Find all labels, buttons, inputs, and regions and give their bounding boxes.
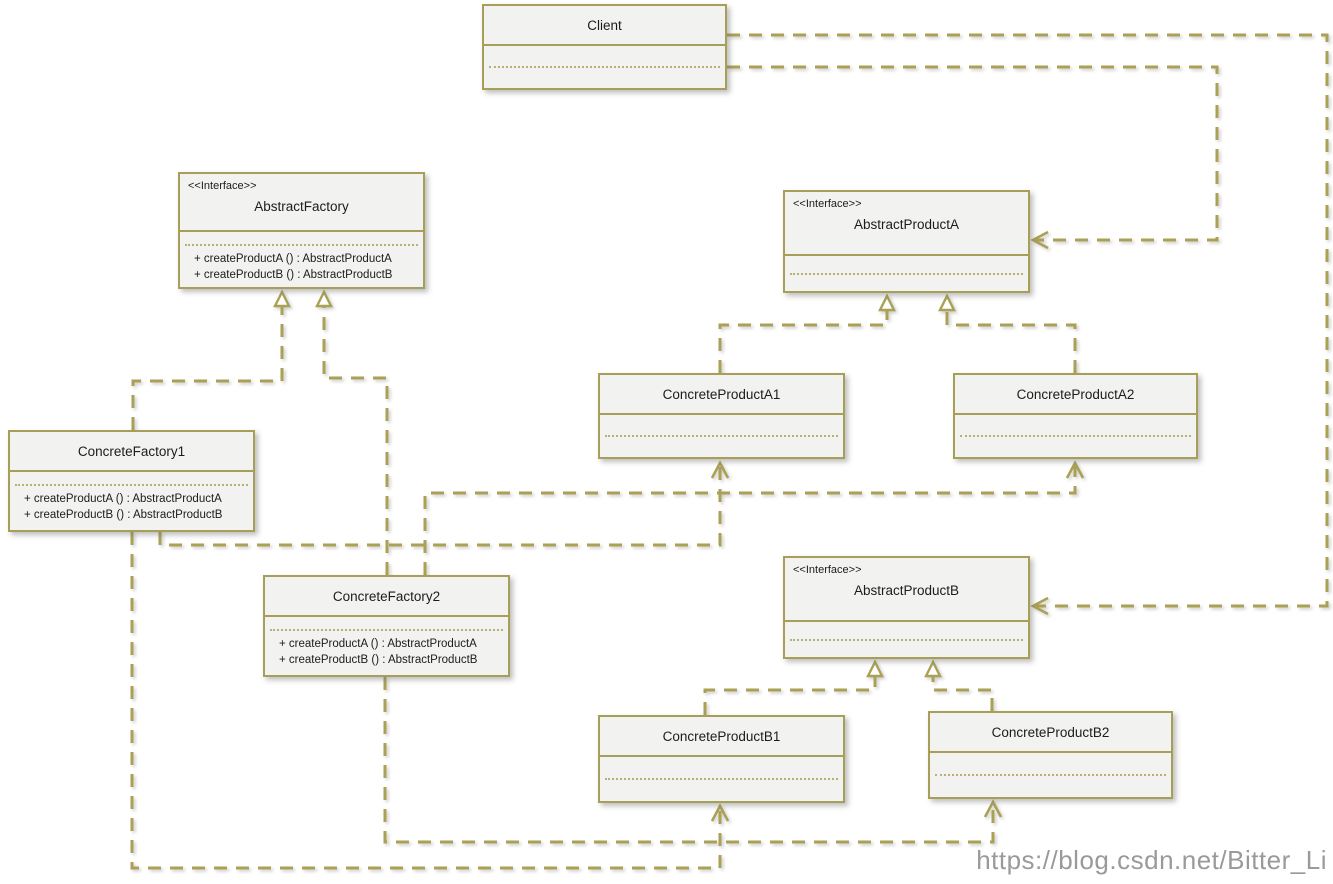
class-concrete-product-b1-header: ConcreteProductB1 [600,717,843,757]
compartment-separator [15,484,248,486]
stereotype-label: <<Interface>> [793,564,862,576]
class-concrete-factory2-body: + createProductA () : AbstractProductA +… [265,617,508,675]
compartment-separator [960,435,1191,437]
compartment-separator [489,66,720,68]
class-name: AbstractFactory [254,199,349,214]
stereotype-label: <<Interface>> [188,180,257,192]
compartment-separator [790,272,1023,275]
class-concrete-product-b1-body [600,757,843,801]
class-concrete-factory1-header: ConcreteFactory1 [10,432,253,472]
class-name: Client [587,17,622,33]
edge-concretefactory1-concreteproducta1-dependency [158,460,730,547]
class-abstract-product-b-body [785,622,1028,657]
class-concrete-product-a1-header: ConcreteProductA1 [600,375,843,415]
class-abstract-factory-body: + createProductA () : AbstractProductA +… [180,232,423,287]
method-create-product-b: + createProductB () : AbstractProductB [279,653,478,666]
class-name: AbstractProductB [853,583,960,598]
stereotype-label: <<Interface>> [793,198,862,210]
edge-concretefactory2-abstractfactory-realization [315,289,389,575]
class-abstract-product-b: <<Interface>> AbstractProductB [783,556,1030,659]
class-concrete-product-a1: ConcreteProductA1 [598,373,845,459]
class-concrete-product-b1: ConcreteProductB1 [598,715,845,803]
method-create-product-a: + createProductA () : AbstractProductA [194,253,392,265]
edge-client-abstractproductb-dependency [727,33,1329,616]
method-create-product-a: + createProductA () : AbstractProductA [279,638,477,650]
class-name: AbstractProductA [853,217,960,232]
class-name: ConcreteProductB2 [991,724,1110,740]
compartment-separator [270,629,503,631]
class-client: Client [482,4,727,90]
edge-concretefactory2-concreteproductb2-dependency [383,677,1003,844]
edge-concreteproductb1-abstractproductb-realization [703,659,884,715]
class-concrete-product-a2-header: ConcreteProductA2 [955,375,1196,415]
edge-concreteproductb2-abstractproductb-realization [924,659,994,711]
class-abstract-factory-header: <<Interface>> AbstractFactory [180,174,423,232]
class-concrete-product-a2: ConcreteProductA2 [953,373,1198,459]
class-name: ConcreteProductB1 [662,728,781,744]
edge-concretefactory1-abstractfactory-realization [131,289,291,430]
class-concrete-product-a2-body [955,415,1196,457]
compartment-separator [605,778,838,780]
class-concrete-product-b2-header: ConcreteProductB2 [930,713,1171,753]
edge-concreteproducta2-abstractproducta-realization [938,293,1077,373]
watermark-url: https://blog.csdn.net/Bitter_Li [976,845,1327,875]
compartment-separator [605,435,838,437]
compartment-separator [185,244,418,246]
class-client-body [484,46,725,88]
class-abstract-product-a-header: <<Interface>> AbstractProductA [785,192,1028,256]
class-name: ConcreteProductA2 [1016,386,1135,402]
compartment-separator [790,638,1023,641]
class-concrete-product-a1-body [600,415,843,457]
class-abstract-product-a-body [785,256,1028,291]
method-create-product-b: + createProductB () : AbstractProductB [194,268,393,281]
class-client-header: Client [484,6,725,46]
class-concrete-product-b2-body [930,753,1171,797]
edge-concreteproducta1-abstractproducta-realization [718,293,896,373]
compartment-separator [935,774,1166,776]
class-name: ConcreteFactory2 [332,588,441,604]
class-name: ConcreteFactory1 [77,443,186,459]
method-create-product-a: + createProductA () : AbstractProductA [24,493,222,505]
class-concrete-factory1-body: + createProductA () : AbstractProductA +… [10,472,253,530]
class-concrete-factory2: ConcreteFactory2 + createProductA () : A… [263,575,510,677]
class-abstract-product-a: <<Interface>> AbstractProductA [783,190,1030,293]
edge-concretefactory1-concreteproductb1-dependency [130,532,730,870]
class-abstract-factory: <<Interface>> AbstractFactory + createPr… [178,172,425,289]
class-concrete-product-b2: ConcreteProductB2 [928,711,1173,799]
class-name: ConcreteProductA1 [662,386,781,402]
edge-concretefactory2-concreteproducta2-dependency [423,460,1085,575]
class-concrete-factory2-header: ConcreteFactory2 [265,577,508,617]
class-abstract-product-b-header: <<Interface>> AbstractProductB [785,558,1028,622]
edge-client-abstractproducta-dependency [727,65,1219,250]
class-concrete-factory1: ConcreteFactory1 + createProductA () : A… [8,430,255,532]
method-create-product-b: + createProductB () : AbstractProductB [24,508,223,521]
